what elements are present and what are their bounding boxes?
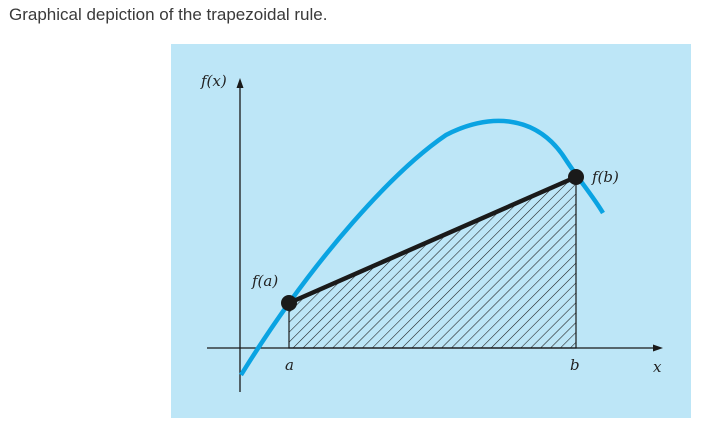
fb-label: f(b): [591, 168, 619, 186]
trapezoidal-rule-figure: f(x) x a b f(a) f(b): [171, 44, 691, 418]
point-a-label: a: [285, 356, 294, 374]
point-fa-dot: [281, 295, 297, 311]
y-axis-arrow: [236, 78, 244, 88]
x-axis-label: x: [653, 358, 662, 376]
diagram-canvas: f(x) x a b f(a) f(b): [200, 72, 663, 392]
secant-line: [288, 174, 577, 306]
fa-label: f(a): [251, 272, 278, 290]
figure-caption: Graphical depiction of the trapezoidal r…: [9, 5, 328, 24]
point-b-label: b: [570, 356, 580, 374]
trapezoid-area: [288, 176, 577, 349]
point-fb-dot: [568, 169, 584, 185]
x-axis-arrow: [653, 344, 663, 352]
y-axis-label: f(x): [200, 72, 227, 90]
